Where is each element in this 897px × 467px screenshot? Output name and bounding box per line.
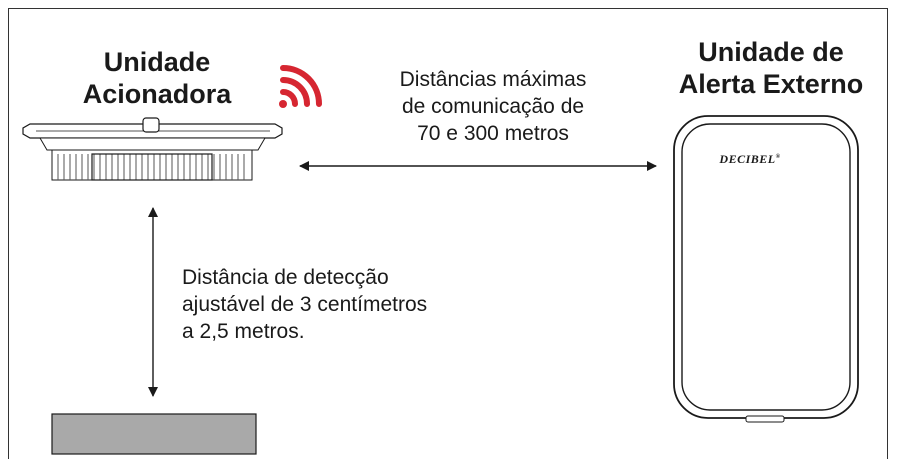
wifi-signal-icon xyxy=(279,65,322,108)
detection-distance-label: Distância de detecção ajustável de 3 cen… xyxy=(182,264,502,345)
detection-line3: a 2,5 metros. xyxy=(182,320,305,343)
communication-line2: de comunicação de xyxy=(401,95,585,118)
detection-line2: ajustável de 3 centímetros xyxy=(182,293,428,316)
communication-distance-label: Distâncias máximas de comunicação de 70 … xyxy=(358,66,628,147)
trigger-unit-title-line2: Acionadora xyxy=(82,79,232,109)
alert-unit-device xyxy=(673,115,859,423)
diagram-frame xyxy=(8,8,888,459)
brand-name: DECIBEL xyxy=(719,152,776,166)
detection-line1: Distância de detecção xyxy=(182,266,389,289)
communication-line3: 70 e 300 metros xyxy=(417,122,569,145)
detection-target-block xyxy=(51,413,257,455)
trigger-unit-title-line1: Unidade xyxy=(103,47,211,77)
alert-unit-title-line1: Unidade de xyxy=(698,37,844,67)
decibel-brand-logo: DECIBEL® xyxy=(690,152,810,167)
trigger-unit-device xyxy=(22,117,283,181)
trigger-unit-title: Unidade Acionadora xyxy=(62,46,252,110)
alert-unit-title: Unidade de Alerta Externo xyxy=(655,36,887,100)
communication-line1: Distâncias máximas xyxy=(399,68,587,91)
brand-registered-mark: ® xyxy=(775,154,781,160)
alert-unit-title-line2: Alerta Externo xyxy=(678,69,864,99)
